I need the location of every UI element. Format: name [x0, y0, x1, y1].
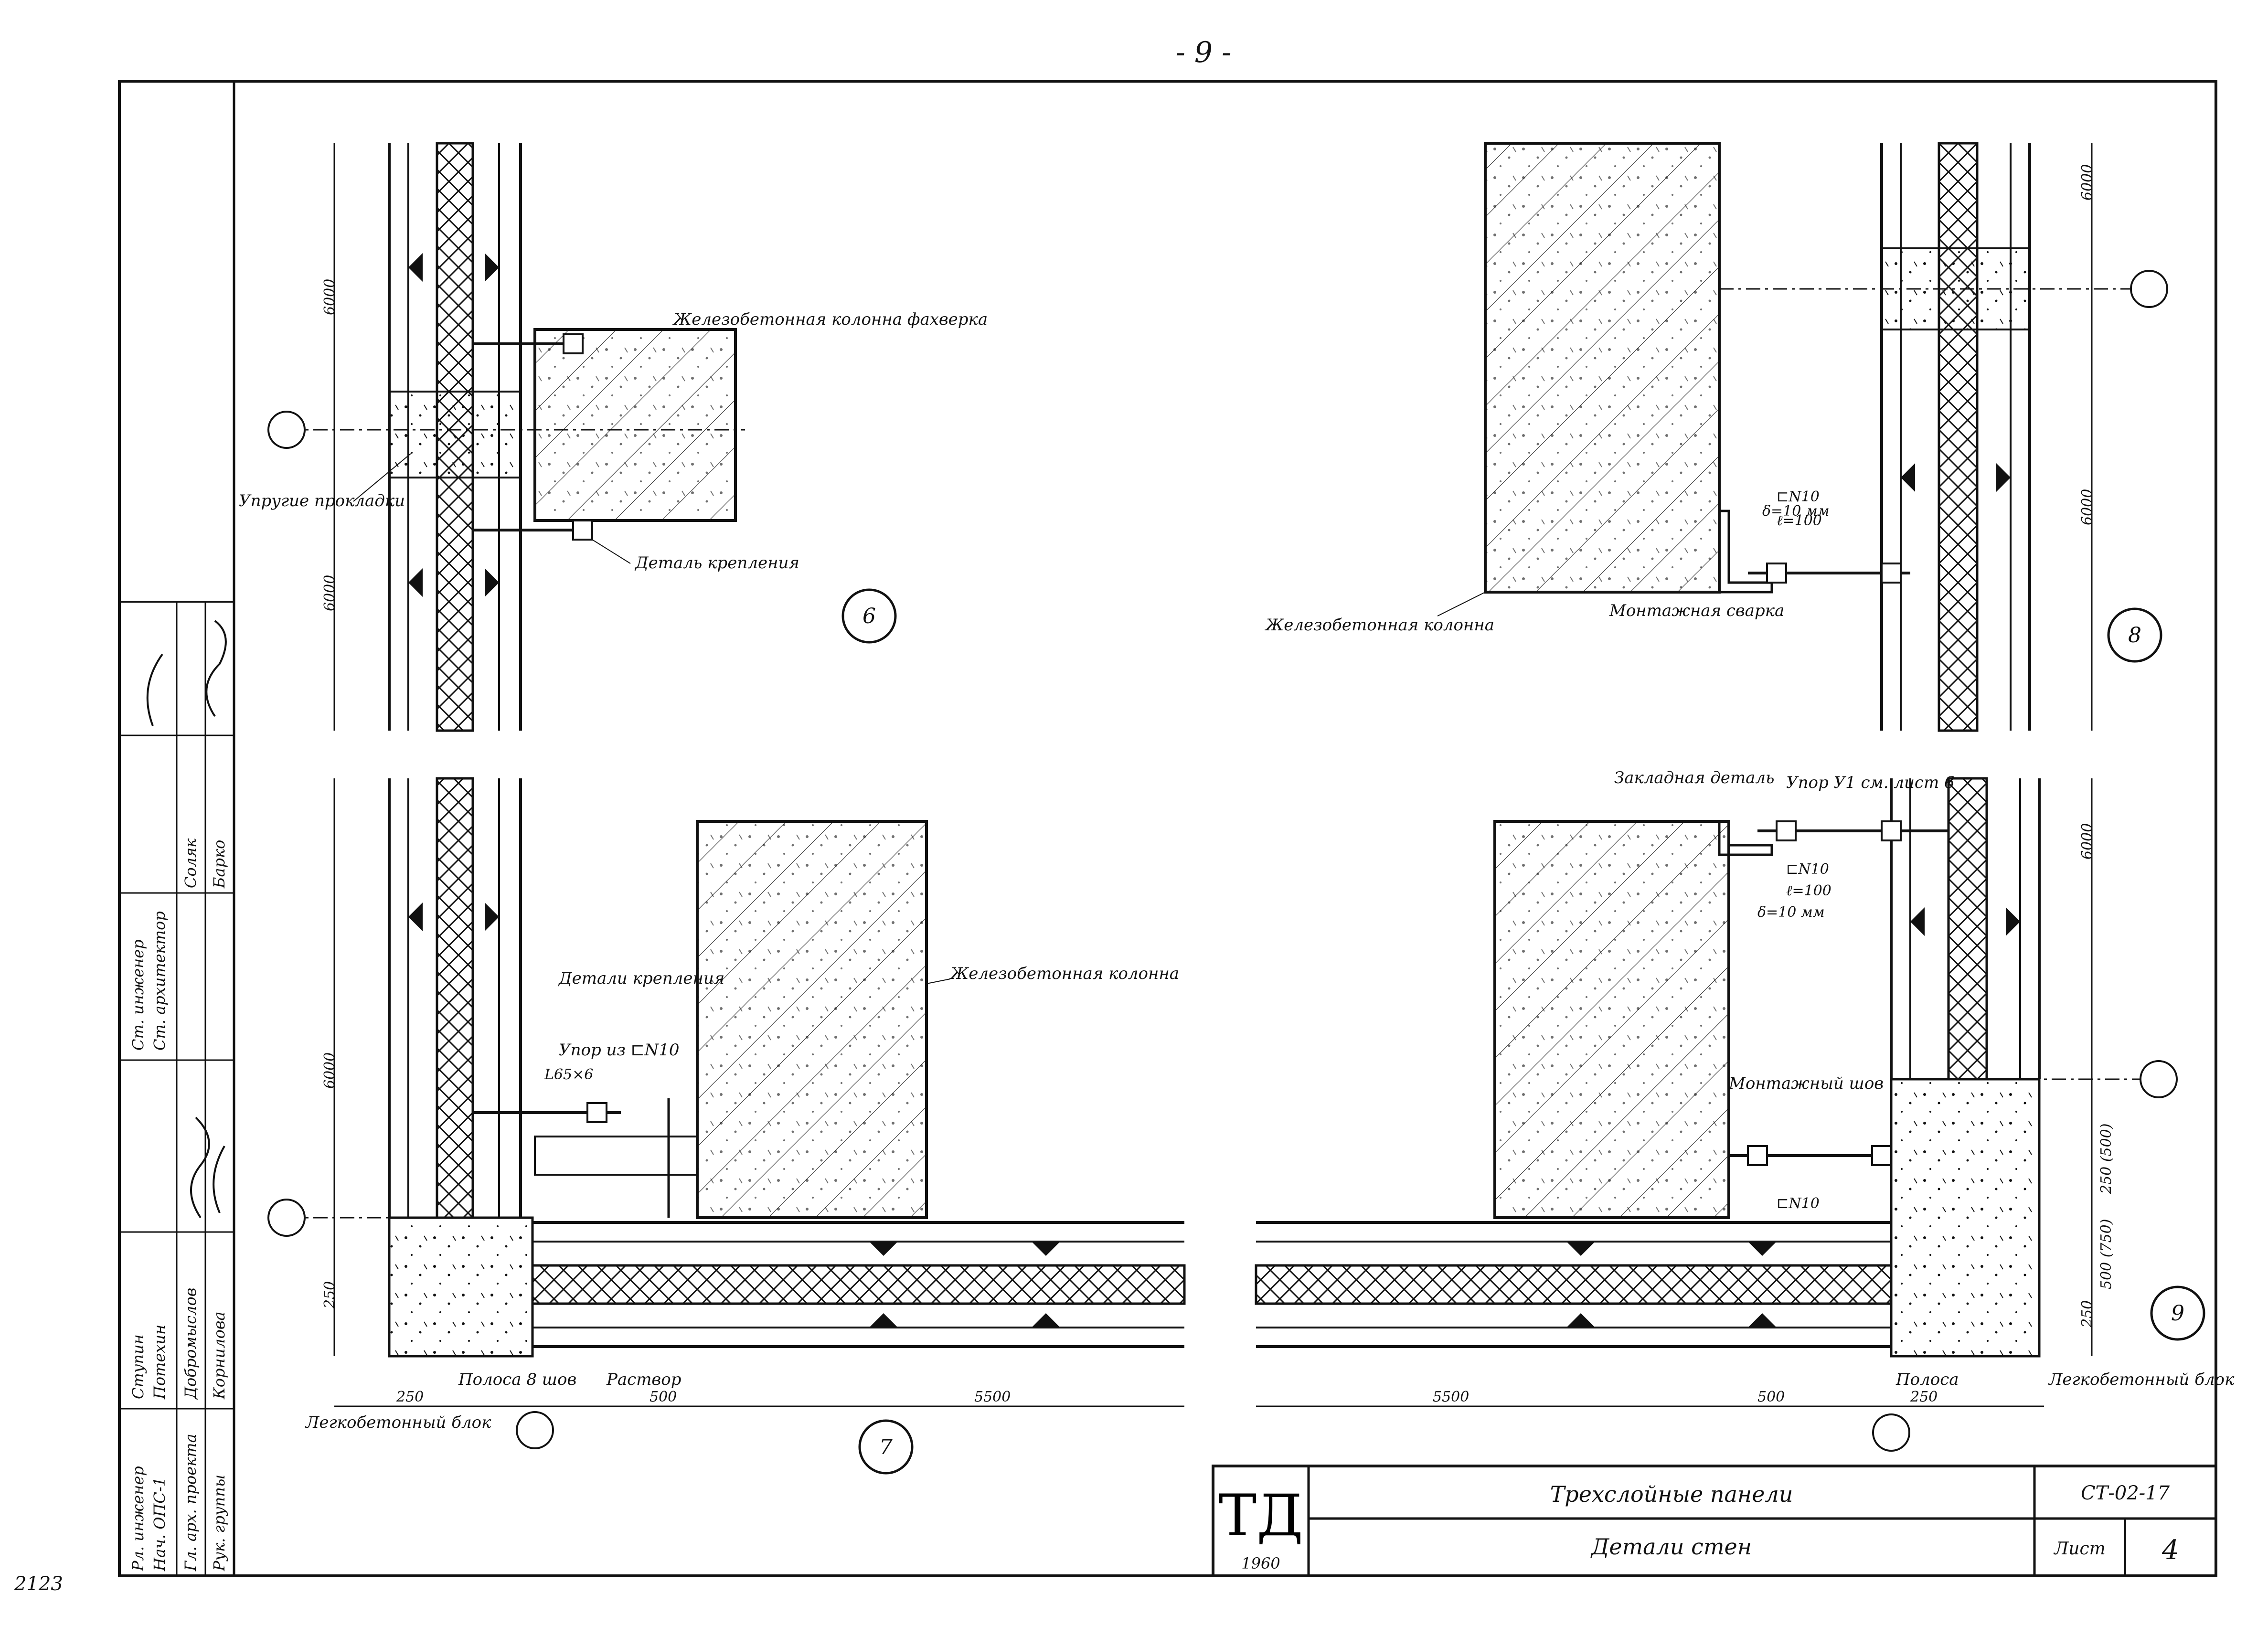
d9-label-strip: Полоса — [1895, 1370, 1959, 1389]
stamp-name-1: Ступин — [129, 1334, 147, 1399]
page-number: - 9 - — [1176, 36, 1232, 69]
d9-dim-6000: 6000 — [2079, 823, 2096, 860]
d6-label-column: Железобетонная колонна фахверка — [672, 310, 988, 329]
archive-number: 2123 — [14, 1573, 63, 1595]
detail-7-marker — [858, 1419, 914, 1475]
stamp-role-2: Нач. ОПС-1 — [150, 1477, 169, 1572]
d9-label-stop: Упор У1 см. лист 6 — [1786, 773, 1955, 792]
d7-dim-500: 500 — [650, 1389, 677, 1405]
detail-8-number: 8 — [2128, 623, 2141, 648]
title-block-subtitle: Детали стен — [1590, 1534, 1752, 1560]
d7-label-strip: Полоса 8 шов — [458, 1370, 576, 1389]
d9-label-seam: Монтажный шов — [1728, 1074, 1884, 1093]
signature — [146, 620, 227, 1219]
detail-6-number: 6 — [862, 604, 876, 628]
axis-marker — [516, 1411, 554, 1449]
d7-label-mortar: Раствор — [606, 1370, 681, 1389]
d7-label-fixings: Детали крепления — [558, 969, 724, 988]
stamp-role-4: Рук. группы — [210, 1475, 228, 1572]
d7-dim-6000: 6000 — [321, 1052, 338, 1089]
d9-label-length: ℓ=100 — [1786, 882, 1831, 899]
detail-9-marker — [2150, 1285, 2205, 1341]
title-block: ТД 1960 Трехслойные панели Детали стен С… — [1212, 1465, 2217, 1577]
stamp-name-4: Корнилова — [210, 1311, 228, 1400]
d7-label-block: Легкобетонный блок — [305, 1413, 491, 1432]
d8-label-delta: δ=10 мм — [1762, 503, 1830, 520]
d8-label-channel: ⊏N10 — [1777, 489, 1820, 505]
d7-label-column: Железобетонная колонна — [949, 964, 1179, 983]
d6-dim-bottom: 6000 — [321, 575, 338, 611]
d6-label-fixing: Деталь крепления — [634, 553, 799, 573]
axis-marker — [267, 411, 306, 449]
title-block-year: 1960 — [1241, 1554, 1280, 1572]
detail-8: 6000 6000 Железобетонная колонна Монтажн… — [1264, 142, 2168, 732]
stamp-role-6: Ст. архитектор — [150, 911, 169, 1051]
stamp-role-3: Гл. арх. проекта — [181, 1434, 200, 1572]
d6-dim-top: 6000 — [321, 279, 338, 315]
detail-7: 6000 250 250 500 5500 Детали крепления Ж… — [267, 777, 1186, 1475]
title-block-sheet-label: Лист — [2053, 1539, 2106, 1559]
title-block-title: Трехслойные панели — [1550, 1481, 1793, 1507]
d7-dim-5500: 5500 — [974, 1389, 1011, 1405]
detail-9-number: 9 — [2171, 1301, 2184, 1326]
title-block-logo: ТД — [1218, 1483, 1303, 1549]
axis-marker — [1872, 1413, 1910, 1452]
title-block-sheet-number: 4 — [2162, 1535, 2179, 1566]
axis-marker — [2140, 1060, 2178, 1098]
d8-label-weld: Монтажная сварка — [1609, 601, 1784, 620]
d8-dim-bottom: 6000 — [2079, 489, 2096, 525]
d9-label-delta: δ=10 мм — [1757, 904, 1825, 921]
d8-dim-top: 6000 — [2079, 164, 2096, 201]
stamp-name-5: Соляк — [181, 838, 200, 888]
stamp-role-1: Рл. инженер — [129, 1466, 147, 1572]
d9-dim-250: 250 — [1910, 1389, 1938, 1405]
d9-dim-500: 500 — [1757, 1389, 1785, 1405]
d7-dim-250-bottom: 250 — [396, 1389, 424, 1405]
d7-dim-250: 250 — [321, 1281, 338, 1309]
detail-6-marker — [841, 588, 897, 644]
d9-label-channel: ⊏N10 — [1786, 861, 1829, 878]
stamp-name-6: Барко — [210, 840, 228, 889]
detail-8-marker — [2107, 607, 2162, 663]
detail-9: 6000 250 (500) 500 (750) 250 5500 500 25… — [1255, 768, 2235, 1452]
d8-label-column: Железобетонная колонна — [1264, 616, 1494, 635]
stamp-name-2: Потехин — [150, 1325, 169, 1400]
stamp-name-3: Добромыслов — [181, 1288, 200, 1400]
d8-label-length: ℓ=100 — [1777, 512, 1822, 529]
d9-dim-250-v: 250 — [2079, 1300, 2096, 1328]
d9-dim-500-750: 500 (750) — [2098, 1219, 2115, 1289]
stamp-role-5: Ст. инженер — [129, 939, 147, 1051]
detail-7-number: 7 — [879, 1435, 893, 1459]
d6-label-pads: Упругие прокладки — [239, 491, 405, 510]
side-stamp: Рл. инженер Нач. ОПС-1 Гл. арх. проекта … — [118, 601, 235, 1577]
detail-6: 6000 6000 Железобетонная колонна фахверк… — [239, 142, 988, 732]
d9-label-embed: Закладная деталь — [1614, 768, 1775, 787]
d7-label-stop: Упор из ⊏N10 — [559, 1041, 680, 1060]
d7-label-angle: L65×6 — [544, 1066, 593, 1083]
d9-dim-5500: 5500 — [1433, 1389, 1469, 1405]
d9-dim-250-500: 250 (500) — [2098, 1124, 2115, 1194]
d9-label-block: Легкобетонный блок — [2048, 1370, 2235, 1389]
axis-marker — [2130, 270, 2168, 308]
title-block-code: СТ-02-17 — [2081, 1482, 2170, 1504]
d9-label-channel-2: ⊏N10 — [1777, 1195, 1820, 1212]
axis-marker — [267, 1199, 306, 1237]
